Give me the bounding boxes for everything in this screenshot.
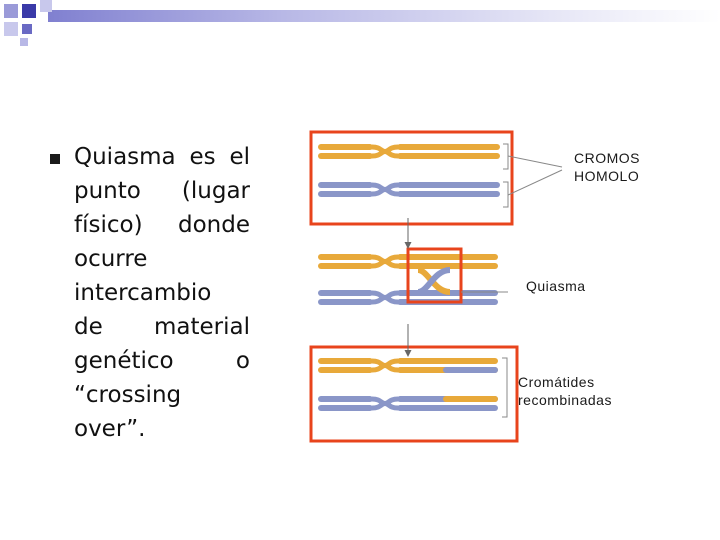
text-line: intercambio [74, 276, 250, 310]
decorative-band [48, 10, 720, 22]
label-recombinadas: recombinadas [518, 392, 612, 408]
homologos-highlight-box [309, 130, 514, 226]
decorative-square [4, 22, 18, 36]
arrow-down [404, 324, 412, 357]
text-word: el [229, 144, 250, 170]
text-word: intercambio [74, 280, 212, 306]
text-word: material [154, 314, 250, 340]
text-line: físico) donde [74, 208, 250, 242]
text-word: “crossing [74, 382, 182, 408]
decorative-square [22, 4, 36, 18]
chiasma-cross [417, 267, 451, 295]
label-quiasma: Quiasma [526, 278, 586, 294]
chromosome [318, 182, 500, 197]
decorative-square [4, 4, 18, 18]
bullet-marker [50, 154, 60, 164]
text-word: (lugar [181, 178, 250, 204]
text-line: de material [74, 310, 250, 344]
recombinadas-bracket [502, 357, 508, 418]
label-cromatides: Cromátides [518, 374, 595, 390]
text-word: genético [74, 348, 174, 374]
decorative-square [22, 24, 32, 34]
arrow-down [404, 218, 412, 249]
text-word: donde [178, 212, 250, 238]
text-word: es [189, 144, 216, 170]
label-cromosomas: CROMOSOMAS [574, 150, 640, 166]
quiasma-highlight-box [406, 247, 463, 304]
text-line: ocurre [74, 242, 250, 276]
text-line: “crossing [74, 378, 250, 412]
text-word: o [235, 348, 250, 374]
text-word: over”. [74, 416, 146, 442]
chromosome [318, 144, 500, 159]
recombinadas-highlight-box [309, 345, 519, 443]
text-word: físico) [74, 212, 143, 238]
decorative-square [20, 38, 28, 46]
text-word: de [74, 314, 103, 340]
recombined-segment [443, 367, 498, 402]
homologos-bracket [503, 143, 563, 208]
crossing-over-diagram: CROMOSOMAS HOMOLOGOS Quiasma Cromátides … [309, 130, 640, 443]
decorative-square [40, 0, 52, 12]
text-word: ocurre [74, 246, 148, 272]
text-word: Quiasma [74, 144, 176, 170]
text-line: genético o [74, 344, 250, 378]
text-line: punto (lugar [74, 174, 250, 208]
label-homologos: HOMOLOGOS [574, 168, 640, 184]
chromosome [318, 254, 498, 269]
text-word: punto [74, 178, 141, 204]
text-line: over”. [74, 412, 250, 446]
